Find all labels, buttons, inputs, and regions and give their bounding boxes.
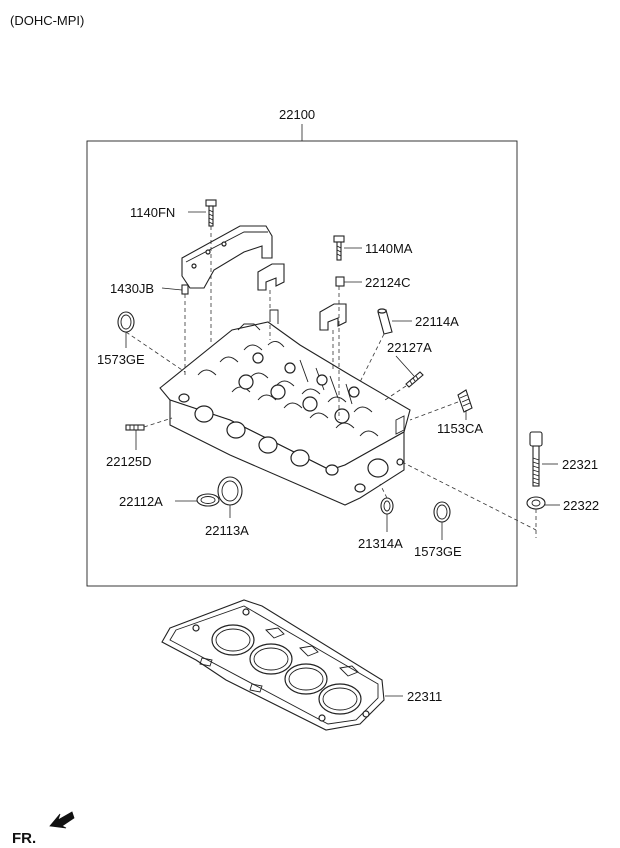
assembly-part-number: 22100: [279, 107, 315, 122]
label-22322: 22322: [563, 498, 599, 513]
label-22124c: 22124C: [365, 275, 411, 290]
label-1573ge-top: 1573GE: [97, 352, 145, 367]
plug-1573ge-bottom: [433, 501, 451, 523]
label-22321: 22321: [562, 457, 598, 472]
seal-22112a: [196, 493, 220, 507]
front-arrow-icon: [49, 811, 75, 829]
label-1140fn: 1140FN: [130, 205, 175, 220]
label-1573ge-bottom: 1573GE: [414, 544, 462, 559]
front-direction-label: FR.: [12, 830, 36, 847]
plug-21314a: [380, 497, 394, 515]
leader-lines: [125, 211, 560, 697]
head-bolt-22321: [529, 431, 543, 487]
cam-cap-right: [319, 303, 347, 331]
front-direction-indicator: FR.: [12, 811, 75, 847]
label-22125d: 22125D: [106, 454, 152, 469]
stud-1153ca: [457, 389, 473, 413]
bolt-1140ma: [333, 235, 345, 261]
label-1140ma: 1140MA: [365, 241, 413, 256]
plug-1573ge-top: [117, 311, 135, 333]
engine-type-label: (DOHC-MPI): [10, 13, 84, 28]
alignment-lines: [125, 226, 537, 538]
washer-22322: [526, 496, 546, 510]
dowel-1430jb: [181, 284, 189, 295]
label-22113a: 22113A: [205, 523, 249, 538]
label-21314a: 21314A: [358, 536, 403, 551]
label-22311: 22311: [407, 689, 442, 704]
pipe-22114a: [377, 308, 393, 335]
bolt-1140fn: [205, 199, 217, 227]
cylinder-head: [159, 309, 411, 506]
label-22127a: 22127A: [387, 340, 432, 355]
cam-cap-middle: [257, 263, 285, 291]
label-1430jb: 1430JB: [110, 281, 154, 296]
front-cam-cap: [181, 225, 273, 289]
stud-22125d: [125, 424, 145, 431]
stud-22127a: [405, 371, 424, 388]
label-1153ca: 1153CA: [437, 421, 483, 436]
label-22112a: 22112A: [119, 494, 163, 509]
head-gasket-22311: [161, 599, 385, 731]
assembly-frame: [86, 140, 518, 587]
sleeve-22124c: [335, 276, 345, 287]
seal-22113a: [217, 476, 243, 506]
label-22114a: 22114A: [415, 314, 459, 329]
